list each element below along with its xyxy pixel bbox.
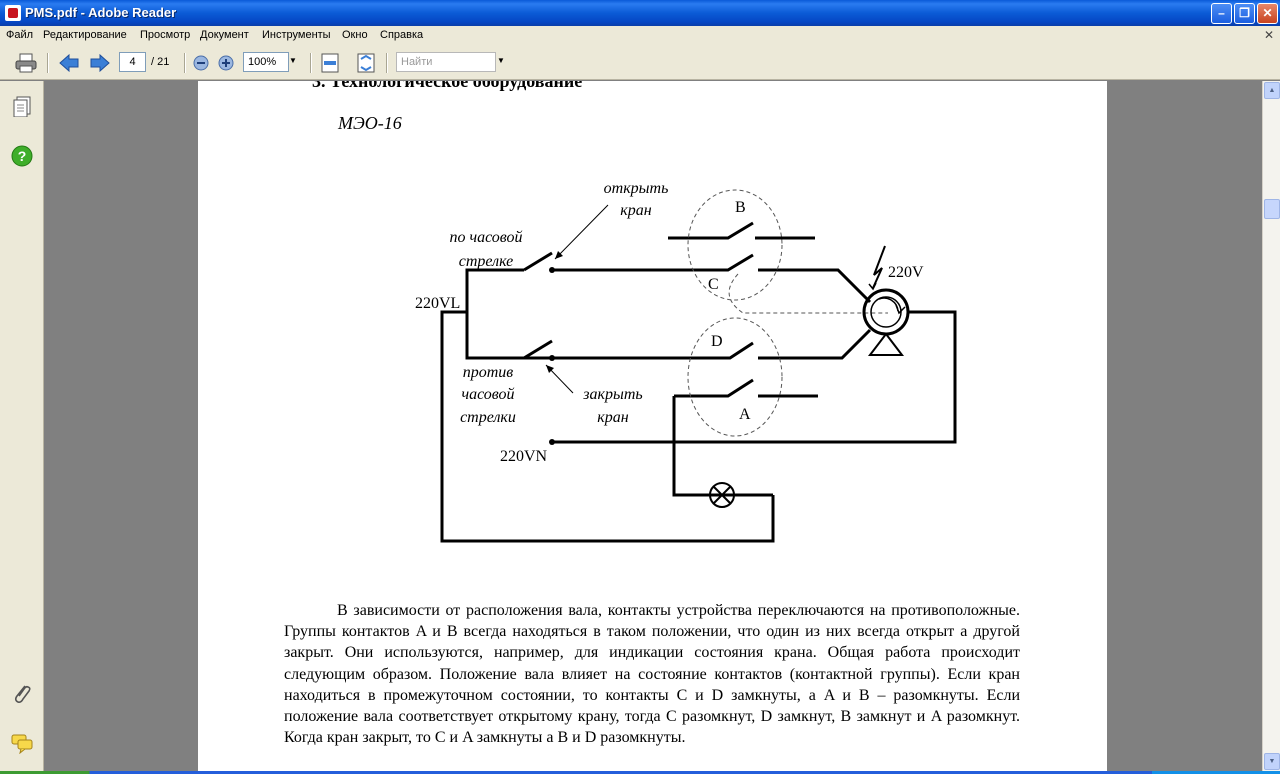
device-title: МЭО-16	[338, 113, 402, 133]
menu-document[interactable]: Документ	[200, 29, 249, 41]
fit-width-icon	[321, 53, 339, 73]
label-open-valve: открыть	[604, 180, 669, 197]
search-input[interactable]: Найти	[396, 52, 496, 72]
next-page-button[interactable]	[88, 51, 112, 75]
label-contact-d: D	[711, 333, 723, 350]
maximize-button[interactable]: ❐	[1234, 3, 1255, 24]
menu-tools[interactable]: Инструменты	[262, 29, 331, 41]
section-heading: 3. Технологическое оборудование	[312, 81, 583, 91]
fit-width-button[interactable]	[318, 51, 342, 75]
pages-icon[interactable]	[11, 95, 33, 118]
search-dropdown-icon[interactable]: ▼	[497, 56, 505, 65]
body-paragraph: В зависимости от расположения вала, конт…	[284, 602, 1020, 747]
title-bar: PMS.pdf - Adobe Reader – ❐ ✕	[0, 0, 1280, 26]
print-button[interactable]	[13, 51, 39, 75]
zoom-in-icon	[218, 55, 234, 71]
menu-edit[interactable]: Редактирование	[43, 29, 127, 41]
adobe-reader-icon	[5, 5, 21, 21]
paperclip-icon[interactable]	[11, 682, 33, 704]
label-open-valve-2: кран	[620, 202, 651, 219]
svg-text:?: ?	[18, 148, 27, 164]
zoom-out-icon	[193, 55, 209, 71]
arrow-left-icon	[59, 54, 79, 72]
fit-page-icon	[357, 53, 375, 73]
label-contact-a: A	[739, 406, 751, 423]
label-220vn: 220VN	[500, 448, 548, 465]
label-counterclockwise-3: стрелки	[460, 409, 516, 426]
menu-help[interactable]: Справка	[380, 29, 424, 41]
zoom-out-button[interactable]	[192, 51, 210, 75]
close-button[interactable]: ✕	[1257, 3, 1278, 24]
printer-icon	[15, 53, 37, 73]
comments-icon[interactable]	[11, 732, 33, 755]
label-counterclockwise: против	[463, 364, 514, 381]
label-contact-c: C	[708, 276, 719, 293]
label-220vl: 220VL	[415, 295, 460, 312]
label-clockwise: по часовой	[449, 229, 522, 246]
minimize-button[interactable]: –	[1211, 3, 1232, 24]
arrow-right-icon	[90, 54, 110, 72]
menu-view[interactable]: Просмотр	[140, 29, 191, 41]
help-icon[interactable]: ?	[11, 145, 33, 167]
label-clockwise-2: стрелке	[459, 253, 514, 270]
label-close-valve: закрыть	[582, 386, 642, 403]
page-number-input[interactable]: 4	[119, 52, 146, 72]
scrollbar-thumb[interactable]	[1264, 199, 1280, 219]
vertical-scrollbar[interactable]: ▲ ▼	[1262, 81, 1280, 771]
document-view[interactable]: 3. Технологическое оборудование МЭО-16	[44, 81, 1262, 771]
navigation-panel: ?	[0, 81, 44, 771]
pdf-page: 3. Технологическое оборудование МЭО-16	[198, 81, 1107, 771]
menu-file[interactable]: Файл	[6, 29, 34, 41]
taskbar-edge	[0, 771, 1280, 774]
menu-window[interactable]: Окно	[342, 29, 368, 41]
document-close-icon[interactable]: ✕	[1263, 28, 1274, 42]
label-motor-voltage: 220V	[888, 264, 924, 281]
fit-page-button[interactable]	[354, 51, 378, 75]
label-counterclockwise-2: часовой	[461, 386, 514, 403]
chevron-down-icon[interactable]: ▼	[289, 56, 297, 65]
scroll-down-icon[interactable]: ▼	[1264, 753, 1280, 770]
toolbar: 4 / 21 100% ▼ Найти ▼	[0, 46, 1280, 80]
wiring-diagram: открыть кран по часовой стрелке 220VL 22…	[415, 180, 957, 543]
window-title: PMS.pdf - Adobe Reader	[25, 5, 177, 20]
label-close-valve-2: кран	[597, 409, 628, 426]
page-total: / 21	[151, 56, 170, 68]
menu-bar: Файл Редактирование Просмотр Документ Ин…	[0, 26, 1280, 46]
scroll-up-icon[interactable]: ▲	[1264, 82, 1280, 99]
previous-page-button[interactable]	[57, 51, 81, 75]
zoom-in-button[interactable]	[217, 51, 235, 75]
zoom-select[interactable]: 100%	[243, 52, 289, 72]
label-contact-b: B	[735, 199, 746, 216]
